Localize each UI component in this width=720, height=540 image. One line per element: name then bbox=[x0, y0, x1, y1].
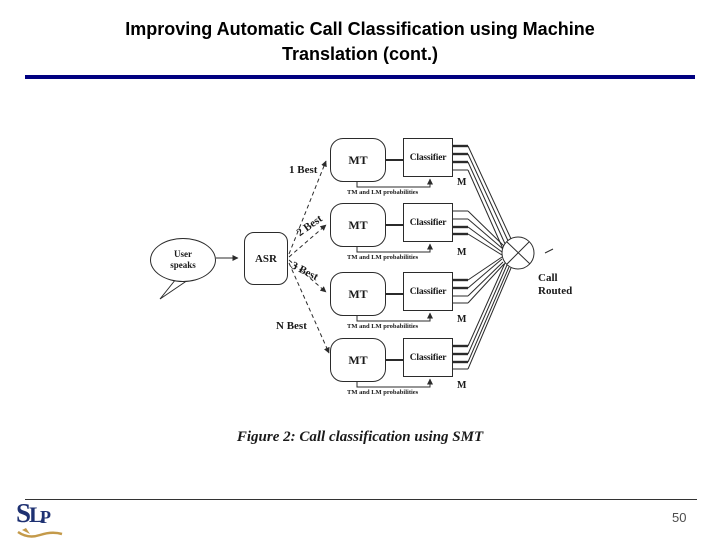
classifier-label: Classifier bbox=[409, 352, 447, 363]
m-label-4: M bbox=[457, 380, 467, 391]
asr-label: ASR bbox=[254, 252, 277, 265]
asr-to-mt3-link bbox=[288, 259, 327, 293]
tmlm-feedback-path-1 bbox=[356, 178, 433, 188]
logo-swoosh-icon bbox=[17, 528, 63, 538]
user-speaks-bubble: User speaks bbox=[150, 238, 216, 282]
classifier3-bundle bbox=[467, 256, 505, 304]
classifier-node-2: Classifier bbox=[403, 203, 453, 242]
tmlm-label-1: TM and LM probabilities bbox=[347, 189, 419, 196]
classifier-label: Classifier bbox=[409, 152, 447, 163]
call-routed-line2: Routed bbox=[538, 285, 573, 297]
classifier1-bundle bbox=[467, 145, 513, 250]
mt-node-1: MT bbox=[330, 138, 386, 182]
mt-label: MT bbox=[348, 152, 368, 167]
classifier4-bundle bbox=[467, 262, 512, 370]
logo-letter-s: S bbox=[16, 498, 32, 528]
m-label-2: M bbox=[457, 247, 467, 258]
tmlm-label-2: TM and LM probabilities bbox=[347, 254, 419, 261]
junction-output-tick bbox=[544, 248, 554, 254]
classifier-label: Classifier bbox=[409, 217, 447, 228]
mt-node-3: MT bbox=[330, 272, 386, 316]
classifier1-output-stubs bbox=[452, 144, 468, 171]
page-number: 50 bbox=[672, 510, 687, 525]
call-routed-label: Call Routed bbox=[538, 272, 572, 298]
slide-title-line2: Translation (cont.) bbox=[281, 44, 438, 64]
tmlm-feedback-path-4 bbox=[356, 378, 433, 388]
mt-node-4: MT bbox=[330, 338, 386, 382]
m-label-1: M bbox=[457, 177, 467, 188]
mt-node-2: MT bbox=[330, 203, 386, 247]
classifier4-output-stubs bbox=[452, 344, 468, 370]
classifier2-output-stubs bbox=[452, 210, 468, 236]
logo-letter-l: L bbox=[29, 502, 44, 527]
classifier2-bundle bbox=[467, 210, 505, 256]
tmlm-feedback-path-2 bbox=[356, 243, 433, 253]
asr-node: ASR bbox=[244, 232, 288, 285]
junction-chord-2 bbox=[506, 241, 530, 265]
classifier-node-1: Classifier bbox=[403, 138, 453, 177]
classifier3-output-stubs bbox=[452, 278, 468, 304]
slp-logo: S L P bbox=[16, 498, 68, 538]
m-label-3: M bbox=[457, 314, 467, 325]
title-underline-rule bbox=[25, 75, 695, 79]
asr-to-mt4-link bbox=[288, 262, 330, 354]
call-routed-line1: Call bbox=[538, 272, 558, 284]
branch-label-1best: 1 Best bbox=[289, 164, 318, 176]
tmlm-label-4: TM and LM probabilities bbox=[347, 389, 419, 396]
logo-letter-p: P bbox=[40, 507, 51, 527]
user-speaks-line2: speaks bbox=[170, 260, 196, 270]
classifier-node-4: Classifier bbox=[403, 338, 453, 377]
mt-label: MT bbox=[348, 352, 368, 367]
mt-label: MT bbox=[348, 286, 368, 301]
speech-bubble-tail bbox=[159, 278, 189, 300]
tmlm-label-3: TM and LM probabilities bbox=[347, 323, 419, 330]
asr-to-mt2-link bbox=[288, 224, 327, 258]
mt-label: MT bbox=[348, 217, 368, 232]
figure-caption: Figure 2: Call classification using SMT bbox=[236, 429, 484, 445]
branch-label-nbest: N Best bbox=[276, 320, 307, 332]
user-speaks-line1: User bbox=[174, 249, 192, 259]
classifier-node-3: Classifier bbox=[403, 272, 453, 311]
classifier-label: Classifier bbox=[409, 286, 447, 297]
slide-title: Improving Automatic Call Classification … bbox=[0, 17, 720, 67]
footer-rule bbox=[25, 499, 697, 500]
tmlm-feedback-path-3 bbox=[356, 312, 433, 322]
asr-to-mt1-link bbox=[288, 160, 327, 255]
slide-title-line1: Improving Automatic Call Classification … bbox=[125, 19, 595, 39]
